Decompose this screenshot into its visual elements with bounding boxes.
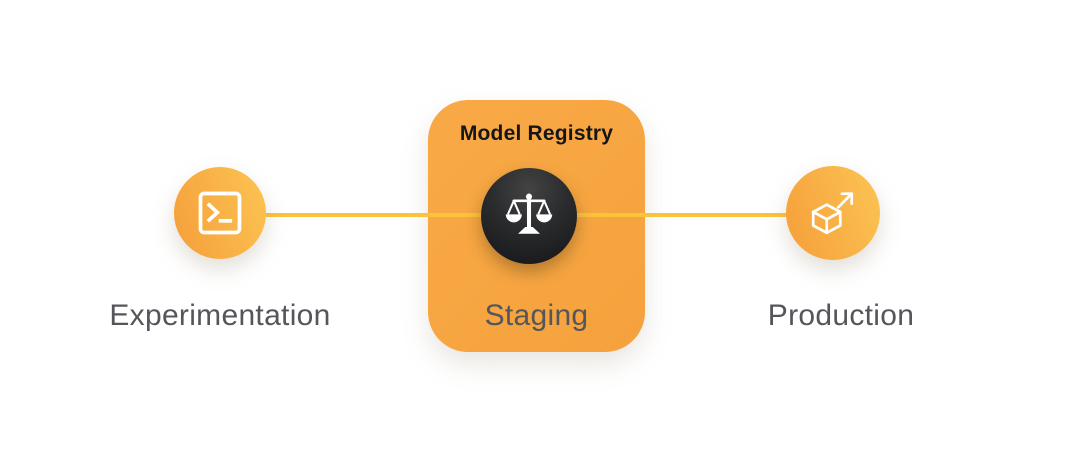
experimentation-label: Experimentation <box>109 299 331 332</box>
terminal-icon <box>198 191 242 235</box>
cube-arrow-icon <box>811 192 854 235</box>
model-registry-title: Model Registry <box>459 122 614 145</box>
production-node <box>786 166 880 260</box>
scales-icon <box>505 193 553 234</box>
production-label: Production <box>767 299 915 332</box>
staging-label: Staging <box>484 299 589 332</box>
experimentation-node <box>174 167 266 259</box>
registry-badge <box>481 168 577 264</box>
